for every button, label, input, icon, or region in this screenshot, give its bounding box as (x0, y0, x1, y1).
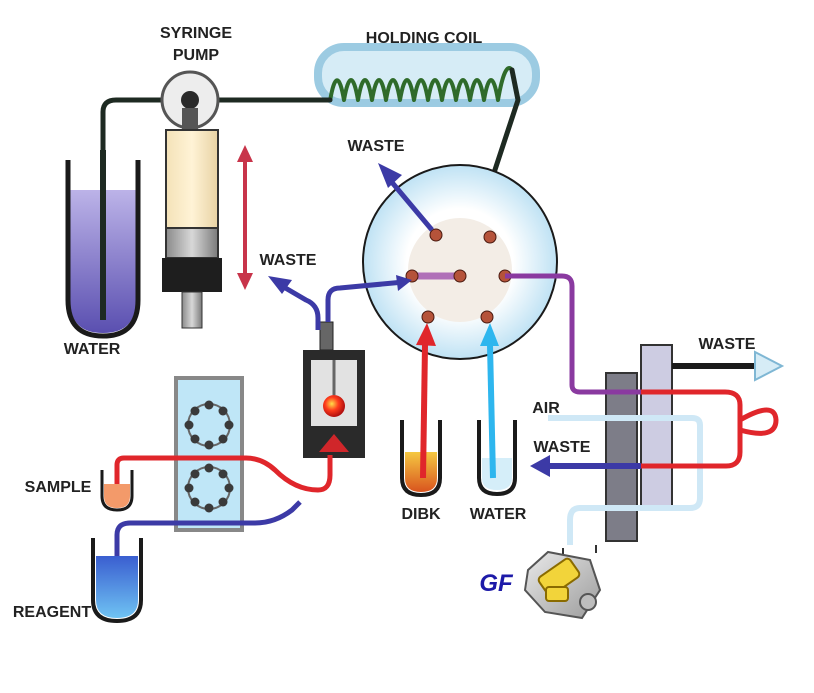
detector-to-valve-tube (325, 279, 405, 322)
pump-rollers (184, 400, 234, 513)
waste-left-label: WASTE (260, 252, 317, 269)
syringe-pump (160, 70, 222, 329)
waste-arrow-left (268, 276, 321, 330)
sample-cup (100, 470, 134, 512)
water-right-label: WATER (470, 506, 527, 523)
sample-label: SAMPLE (25, 479, 92, 496)
waste-arrow-middle (530, 455, 641, 477)
water-left-label: WATER (64, 341, 121, 358)
separator (605, 344, 673, 542)
detector-to-valve-arrowhead (396, 275, 412, 291)
gas-flow-valve (523, 545, 602, 620)
water-right-arrowhead (480, 323, 499, 346)
reagent-label: REAGENT (13, 604, 91, 621)
waste-right-label: WASTE (699, 336, 756, 353)
holding-coil (314, 43, 540, 107)
gf-label: GF (479, 570, 514, 597)
waste-arrow-right (672, 350, 785, 382)
selection-valve (362, 164, 558, 360)
waste-top-label: WASTE (348, 138, 405, 155)
dibk-arrowhead (416, 323, 436, 346)
syringe-pump-label-line1: SYRINGE (160, 25, 232, 42)
water-right-tube (487, 344, 496, 479)
sample-tube (114, 455, 333, 493)
air-tube (548, 415, 703, 545)
waste-arrow-top (378, 163, 434, 232)
reagent-tube (114, 500, 302, 585)
dibk-label: DIBK (401, 506, 441, 523)
water-beaker-left (65, 150, 141, 339)
reagent-beaker (91, 538, 143, 624)
dibk-tube (420, 344, 428, 479)
pump-motion-arrow (237, 145, 253, 290)
red-loop-tube (641, 389, 743, 469)
purple-tube (505, 273, 641, 395)
syringe-pump-label-line2: PUMP (173, 47, 220, 64)
detector-cell (303, 321, 365, 458)
waste-middle-label: WASTE (534, 439, 591, 456)
water-beaker-right (477, 420, 517, 497)
air-label: AIR (532, 400, 560, 417)
red-coil-knot (738, 407, 779, 436)
holding-coil-label: HOLDING COIL (366, 30, 483, 47)
